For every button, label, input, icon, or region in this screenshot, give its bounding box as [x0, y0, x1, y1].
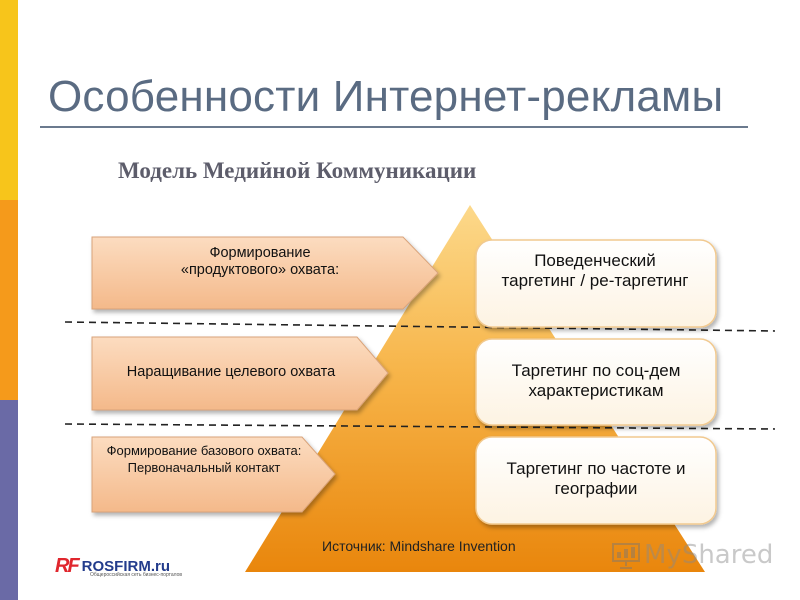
- title-underline: [40, 126, 748, 128]
- logo-tagline: Общероссийская сеть бизнес-порталов: [90, 572, 183, 578]
- arrow-label-3: Формирование базового охвата: Первоначал…: [106, 443, 302, 475]
- divider-line-top: [64, 321, 776, 332]
- logo-mark: RF: [55, 555, 80, 577]
- pyramid-box-label-2: Таргетинг по соц-дем характеристикам: [511, 361, 681, 401]
- slide-title: Особенности Интернет-рекламы: [48, 72, 724, 121]
- myshared-watermark: MyShared: [610, 540, 773, 570]
- pyramid-box-2: [475, 338, 717, 426]
- slide-subtitle: Модель Медийной Коммуникации: [118, 158, 477, 183]
- pyramid-box-1: [475, 239, 717, 328]
- sidebar-stripe-orange: [0, 200, 18, 400]
- pyramid-box-label-1: Поведенческий таргетинг / ре-таргетинг: [501, 251, 689, 291]
- sidebar-stripe-yellow: [0, 0, 18, 200]
- pyramid-box-3: [475, 436, 717, 525]
- presentation-board-icon: [612, 543, 640, 569]
- arrow-shape-2: [91, 336, 389, 411]
- arrow-label-1: Формирование «продуктового» охвата:: [180, 245, 340, 279]
- rosfirm-logo: RF ROSFIRM.ru: [55, 555, 170, 578]
- watermark-text: MyShared: [644, 540, 774, 570]
- sidebar-stripe-purple: [0, 400, 18, 600]
- source-caption: Источник: Mindshare Invention: [322, 538, 516, 554]
- divider-line-bottom: [64, 423, 776, 430]
- arrow-label-2: Наращивание целевого охвата: [126, 364, 336, 380]
- arrow-shape-1: [91, 236, 439, 310]
- arrow-shape-3: [91, 436, 336, 513]
- logo-name: ROSFIRM.ru: [81, 558, 171, 575]
- pyramid-box-label-3: Таргетинг по частоте и географии: [506, 459, 686, 499]
